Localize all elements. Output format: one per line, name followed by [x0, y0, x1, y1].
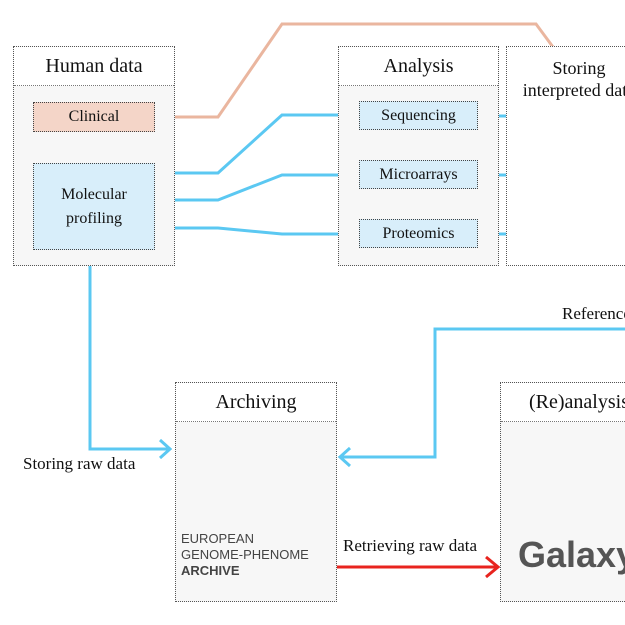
ega-logo-line2: GENOME-PHENOME — [181, 547, 309, 562]
molecular-to-analysis-lines — [155, 113, 360, 236]
sequencing-node: Sequencing — [359, 101, 478, 130]
microarrays-node: Microarrays — [359, 160, 478, 189]
retrieving-raw-data-arrow — [337, 555, 501, 579]
ega-logo-line3: ARCHIVE — [181, 563, 240, 578]
archiving-title: Archiving — [176, 383, 336, 422]
storing-interpreted-data-box — [506, 46, 625, 266]
galaxy-logo-text: Galaxy — [518, 534, 625, 575]
proteomics-node: Proteomics — [359, 219, 478, 248]
molecular-profiling-node: Molecular profiling — [33, 163, 155, 250]
molecular-to-archiving-arrow — [88, 250, 173, 460]
storing-raw-data-label: Storing raw data — [23, 454, 136, 473]
archiving-box: Archiving — [175, 382, 337, 602]
storing-interpreted-data-title: Storing interpreted data — [522, 58, 625, 100]
reanalysis-title: (Re)analysis — [501, 383, 625, 422]
reference-arrow — [337, 327, 625, 468]
analysis-title: Analysis — [339, 47, 498, 86]
ega-logo-line1: EUROPEAN — [181, 531, 254, 546]
retrieving-raw-data-label: Retrieving raw data — [343, 536, 478, 555]
reference-label: Reference — [562, 304, 625, 323]
clinical-node: Clinical — [33, 102, 155, 132]
reanalysis-box: (Re)analysis — [500, 382, 625, 602]
human-data-title: Human data — [14, 47, 174, 86]
